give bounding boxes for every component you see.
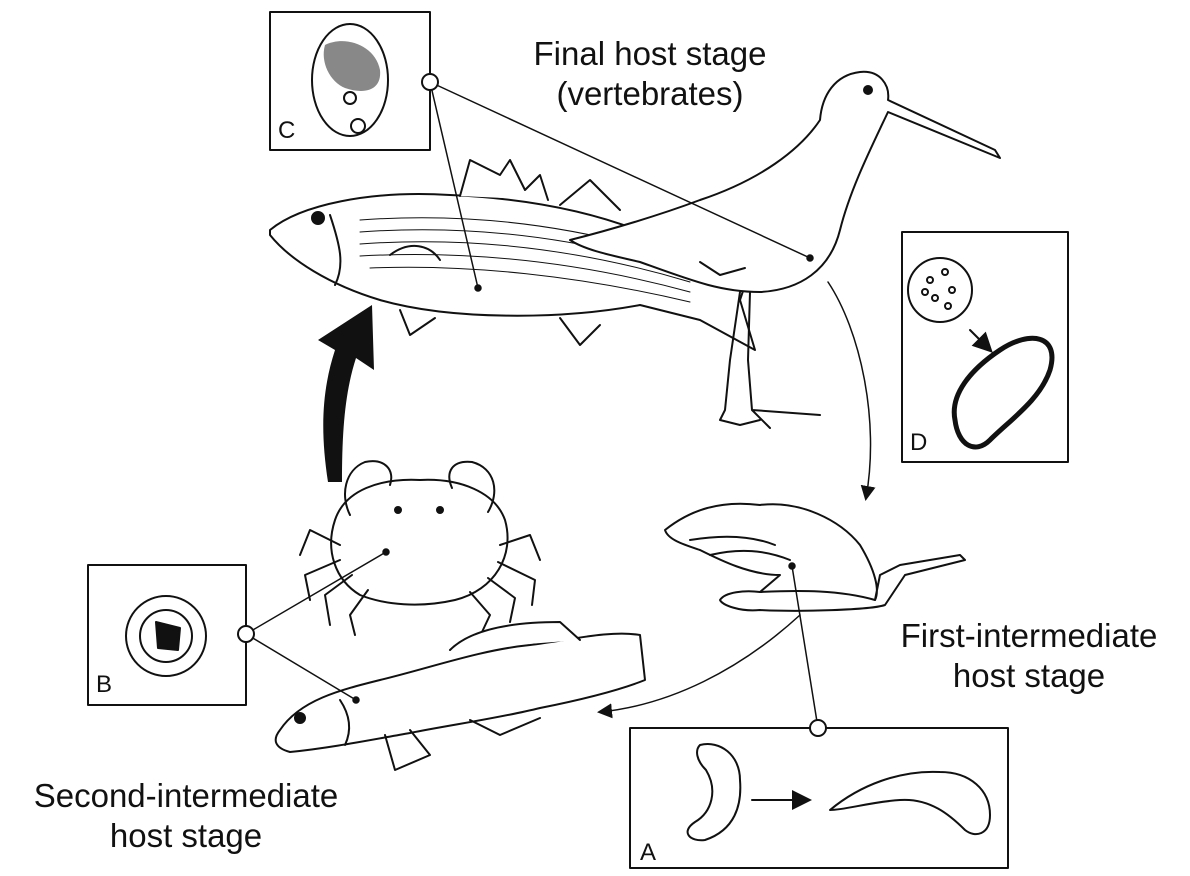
crab-icon (300, 461, 540, 635)
bird-to-snail-arrow (828, 282, 871, 498)
panel-b-letter: B (96, 671, 112, 698)
egg-icon (908, 258, 972, 322)
panel-d-letter: D (910, 429, 927, 456)
first-intermediate-line1: First-intermediate (868, 616, 1190, 656)
first-intermediate-line2: host stage (868, 656, 1190, 696)
crab-to-fish-arrow (318, 305, 374, 482)
panel-c: C (270, 12, 430, 150)
final-host-stage-line2: (vertebrates) (500, 74, 800, 114)
second-intermediate-line1: Second-intermediate (0, 776, 372, 816)
snail-icon (665, 504, 965, 611)
second-intermediate-stage-label: Second-intermediate host stage (0, 776, 372, 856)
panel-a: A (630, 728, 1008, 868)
first-intermediate-stage-label: First-intermediate host stage (868, 616, 1190, 696)
goby-icon (276, 622, 645, 770)
second-intermediate-line2: host stage (0, 816, 372, 856)
final-host-stage-label: Final host stage (vertebrates) (500, 34, 800, 114)
panel-d: D (902, 232, 1068, 462)
panel-a-letter: A (640, 839, 656, 866)
final-host-stage-line1: Final host stage (500, 34, 800, 74)
panel-b: B (88, 565, 246, 705)
panel-c-letter: C (278, 117, 295, 144)
